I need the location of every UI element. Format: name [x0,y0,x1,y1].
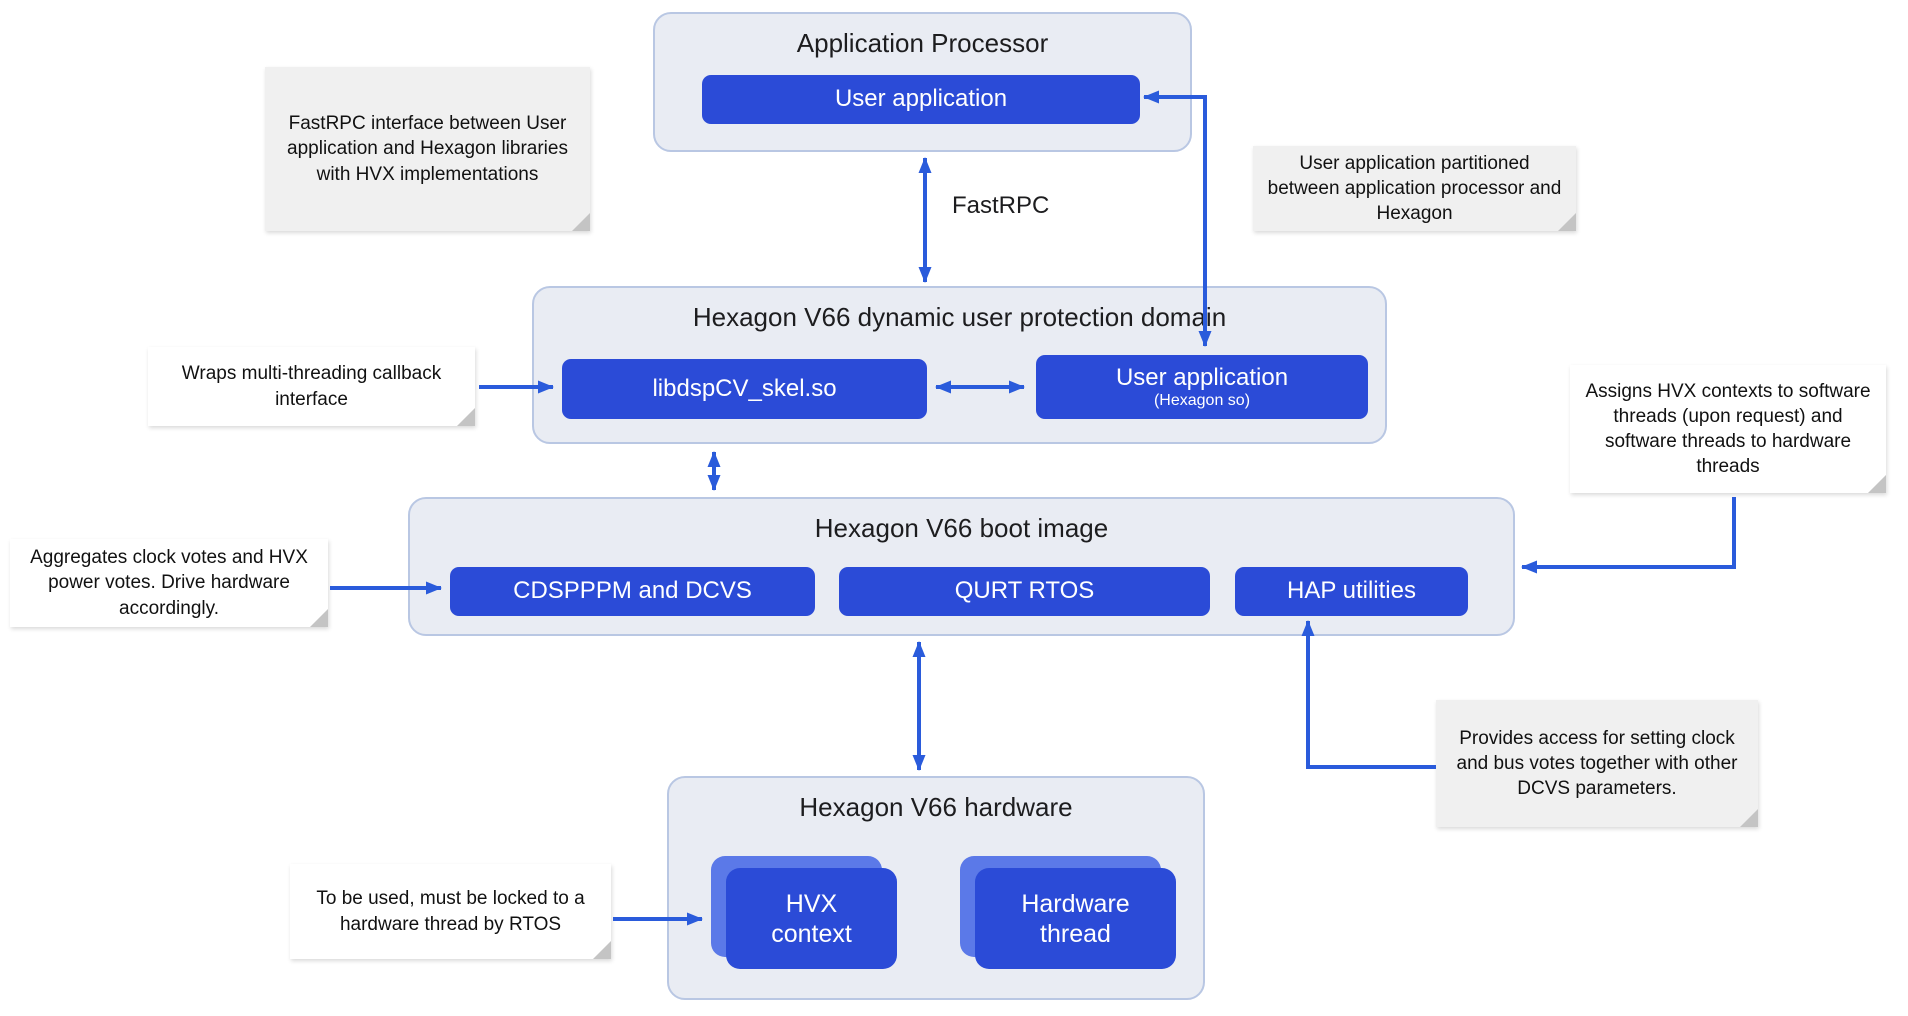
node-hvx-context: HVX context [726,868,897,969]
node-libdspcv-skel-label: libdspCV_skel.so [652,374,837,402]
node-hardware-thread: Hardware thread [975,868,1176,969]
note-provides: Provides access for setting clock and bu… [1436,700,1758,827]
hardware-thread-stack: Hardware thread [960,856,1176,970]
note-fastrpc-interface: FastRPC interface between User applicati… [265,67,590,231]
note-assigns: Assigns HVX contexts to software threads… [1570,365,1886,493]
hardware-container: Hexagon V66 hardware HVX context Hardwar… [667,776,1205,1000]
note-provides-text: Provides access for setting clock and bu… [1456,727,1738,800]
note-aggregates-text: Aggregates clock votes and HVX power vot… [30,547,308,619]
note-partitioned-text: User application partitioned between app… [1267,152,1562,225]
app-processor-title: Application Processor [796,28,1049,58]
node-qurt-rtos-label: QURT RTOS [954,577,1095,605]
node-user-application: User application [702,75,1140,124]
node-cdspppm-dcvs: CDSPPPM and DCVS [450,567,815,616]
node-user-application-label: User application [834,85,1008,113]
protection-domain-container: Hexagon V66 dynamic user protection doma… [532,286,1387,444]
node-user-application-hexagon-label: User application [1115,364,1289,392]
note-aggregates: Aggregates clock votes and HVX power vot… [10,539,328,627]
note-wraps-text: Wraps multi-threading callback interface [181,363,442,410]
node-cdspppm-dcvs-label: CDSPPPM and DCVS [513,577,752,605]
node-libdspcv-skel: libdspCV_skel.so [562,359,927,419]
note-locked: To be used, must be locked to a hardware… [290,864,611,959]
note-fastrpc-interface-text: FastRPC interface between User applicati… [287,113,568,185]
node-hap-utilities-label: HAP utilities [1287,577,1416,605]
node-hardware-thread-label: Hardware thread [1021,889,1130,948]
hvx-context-stack: HVX context [711,856,897,970]
note-locked-text: To be used, must be locked to a hardware… [316,888,585,935]
boot-image-container: Hexagon V66 boot image CDSPPPM and DCVS … [408,497,1515,636]
arrow-provides-note [1301,620,1436,769]
hardware-title: Hexagon V66 hardware [799,792,1073,822]
arrow-assigns-note [1521,497,1736,574]
protection-domain-title: Hexagon V66 dynamic user protection doma… [692,302,1227,332]
note-partitioned: User application partitioned between app… [1253,146,1576,231]
fastrpc-label: FastRPC [952,192,1050,219]
node-user-application-hexagon-sublabel: (Hexagon so) [1153,392,1251,410]
note-wraps: Wraps multi-threading callback interface [148,347,475,426]
node-qurt-rtos: QURT RTOS [839,567,1210,616]
app-processor-container: Application Processor User application [653,12,1192,152]
boot-image-title: Hexagon V66 boot image [814,513,1109,543]
note-assigns-text: Assigns HVX contexts to software threads… [1585,380,1871,478]
node-hvx-context-label: HVX context [771,889,852,948]
node-hap-utilities: HAP utilities [1235,567,1468,616]
node-user-application-hexagon: User application (Hexagon so) [1036,355,1368,419]
